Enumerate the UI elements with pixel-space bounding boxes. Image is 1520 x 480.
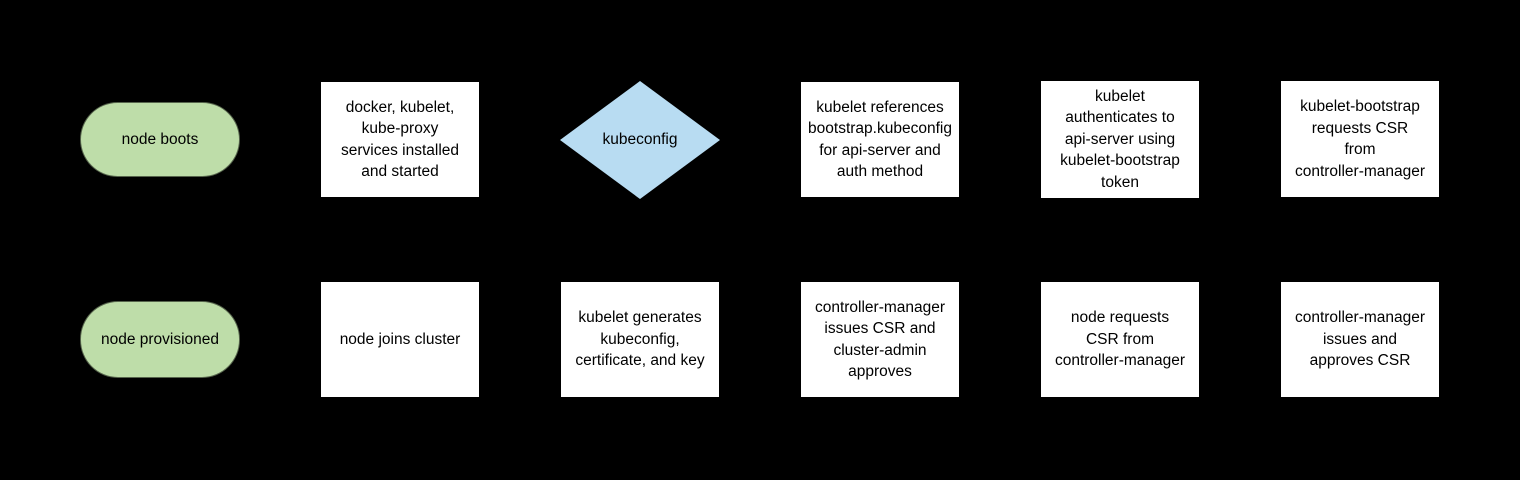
flow-node-kubelet-generates: kubelet generates kubeconfig, certificat…: [560, 281, 720, 398]
flow-node-kubelet-references-bootstrap: kubelet references bootstrap.kubeconfig …: [800, 81, 960, 198]
flow-node-kubeconfig-decision: kubeconfig: [560, 81, 720, 199]
flow-node-node-boots: node boots: [80, 102, 240, 177]
flow-node-services-installed: docker, kubelet, kube-proxy services ins…: [320, 81, 480, 198]
flow-node-node-provisioned: node provisioned: [80, 301, 240, 378]
flow-node-node-joins-cluster: node joins cluster: [320, 281, 480, 398]
flow-node-node-requests-csr: node requests CSR from controller-manage…: [1040, 281, 1200, 398]
flow-node-cm-issues-cluster-admin-approves: controller-manager issues CSR and cluste…: [800, 281, 960, 398]
flow-node-cm-issues-and-approves: controller-manager issues and approves C…: [1280, 281, 1440, 398]
flow-node-kubelet-bootstrap-requests-csr: kubelet-bootstrap requests CSR from cont…: [1280, 80, 1440, 198]
flow-node-kubelet-authenticates: kubelet authenticates to api-server usin…: [1040, 80, 1200, 199]
